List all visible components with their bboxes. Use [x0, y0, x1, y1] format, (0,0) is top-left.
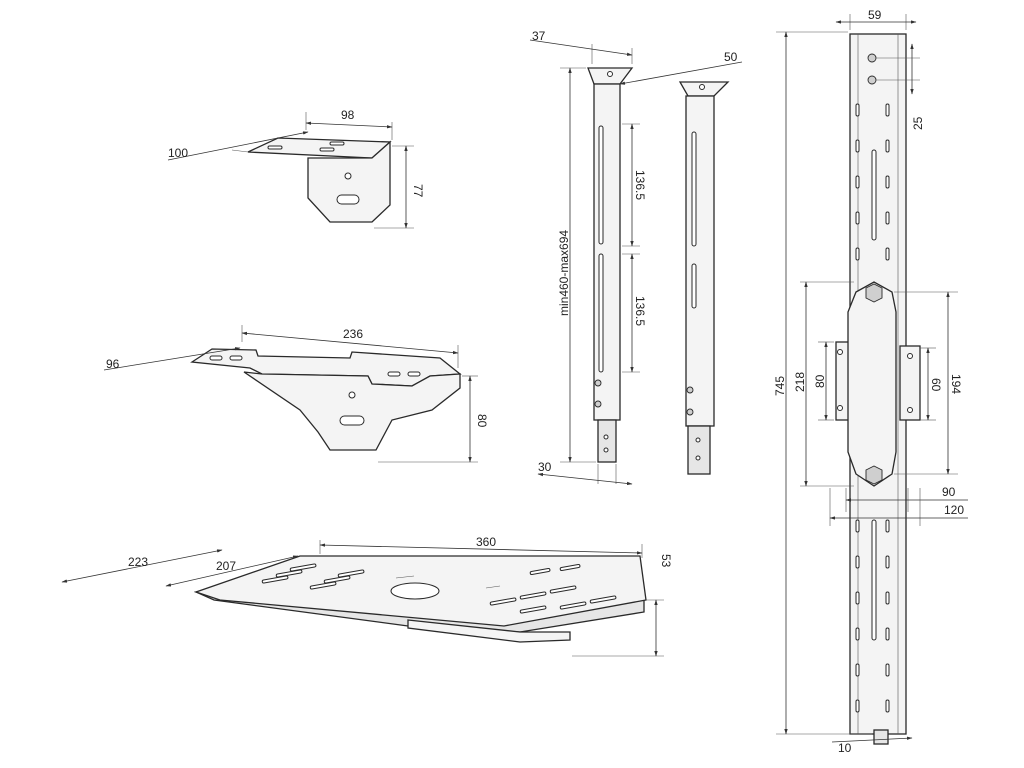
- dim-80b: 80: [813, 374, 827, 388]
- dim-236: 236: [343, 327, 363, 341]
- dim-77: 77: [411, 184, 425, 198]
- pole: 59 25 745 218 80 60 194 90 120 10: [773, 8, 968, 755]
- small-bracket: 98 100 77: [167, 108, 425, 229]
- dim-218: 218: [793, 372, 807, 392]
- dim-98: 98: [341, 108, 355, 122]
- dim-10: 10: [838, 741, 852, 755]
- dim-100: 100: [168, 146, 188, 160]
- dim-223: 223: [128, 555, 148, 569]
- dim-59: 59: [868, 8, 882, 22]
- dim-120: 120: [944, 503, 964, 517]
- dim-length-range: min460-max694: [557, 230, 571, 316]
- dim-360: 360: [476, 535, 496, 549]
- extension-arm-right: [678, 81, 730, 475]
- pole-slots: [855, 103, 890, 713]
- dim-745: 745: [773, 376, 787, 396]
- extension-arm-left: [587, 67, 634, 463]
- dim-194: 194: [949, 374, 963, 394]
- dim-80a: 80: [475, 414, 489, 428]
- dim-25: 25: [911, 116, 925, 130]
- dim-53: 53: [659, 554, 673, 568]
- dim-30: 30: [538, 460, 552, 474]
- dim-136-5-lower: 136.5: [633, 296, 647, 326]
- dim-207: 207: [216, 559, 236, 573]
- dim-136-5-upper: 136.5: [633, 170, 647, 200]
- dim-50: 50: [724, 50, 738, 64]
- extension-arm-dims: 37 50 min460-max694 136.5 136.5 30: [529, 29, 743, 486]
- dim-90: 90: [942, 485, 956, 499]
- medium-bracket: 236 96 80: [103, 325, 489, 463]
- dim-37: 37: [532, 29, 546, 43]
- shelf: 360 223 207 53: [61, 535, 673, 657]
- dim-60: 60: [929, 378, 943, 392]
- dim-96: 96: [106, 357, 120, 371]
